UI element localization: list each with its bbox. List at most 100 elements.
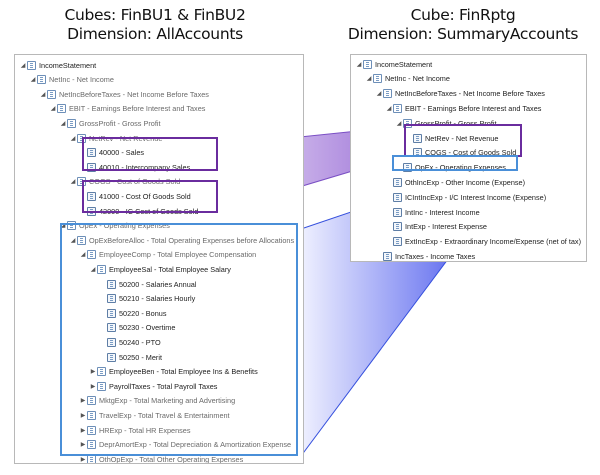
collapsed-arrow-icon[interactable]: ▶ — [80, 456, 86, 463]
right_tree-node[interactable]: ICIntIncExp - I/C Interest Income (Expen… — [385, 190, 546, 204]
member-list-icon — [393, 237, 402, 247]
left_tree-node-label: OpEx - Operating Expenses — [79, 221, 170, 231]
left_tree-node[interactable]: 42000 - IC Cost of Goods Sold — [79, 204, 198, 218]
member-list-icon — [107, 294, 116, 304]
member-list-icon — [107, 352, 116, 362]
left_tree-node[interactable]: ◢EmployeeComp - Total Employee Compensat… — [79, 248, 256, 262]
right_tree-node[interactable]: IntExp - Interest Expense — [385, 220, 487, 234]
left_tree-node[interactable]: ◢EmployeeSal - Total Employee Salary — [89, 262, 231, 276]
right_tree-node[interactable]: OthIncExp - Other Income (Expense) — [385, 175, 525, 189]
member-list-icon — [87, 191, 96, 201]
right_tree-node[interactable]: ◢EBIT - Earnings Before Interest and Tax… — [385, 101, 541, 115]
member-list-icon — [413, 148, 422, 158]
left_tree-node[interactable]: ◢OpExBeforeAlloc - Total Operating Expen… — [69, 233, 294, 247]
left_tree-node[interactable]: ◢NetIncBeforeTaxes - Net Income Before T… — [39, 87, 209, 101]
expanded-arrow-icon[interactable]: ◢ — [60, 223, 66, 230]
member-list-icon — [107, 279, 116, 289]
expanded-arrow-icon[interactable]: ◢ — [386, 105, 392, 112]
left_tree-node[interactable]: ◢GrossProfit - Gross Profit — [59, 116, 161, 130]
expanded-arrow-icon[interactable]: ◢ — [70, 135, 76, 142]
left_tree-node[interactable]: 50220 - Bonus — [99, 306, 166, 320]
collapsed-arrow-icon[interactable]: ▶ — [80, 398, 86, 405]
right_tree-node[interactable]: NetRev - Net Revenue — [405, 131, 498, 145]
expanded-arrow-icon[interactable]: ◢ — [30, 77, 36, 84]
expanded-arrow-icon[interactable]: ◢ — [396, 120, 402, 127]
left_tree-node[interactable]: 50200 - Salaries Annual — [99, 277, 196, 291]
right-header-cube: Cube: FinRptg — [410, 6, 516, 24]
expanded-arrow-icon[interactable]: ◢ — [80, 252, 86, 259]
member-list-icon — [107, 308, 116, 318]
right-header-dimension: Dimension: SummaryAccounts — [347, 25, 579, 43]
right_tree-node[interactable]: ◢NetInc - Net Income — [365, 72, 450, 86]
left_tree-node[interactable]: ◢EBIT - Earnings Before Interest and Tax… — [49, 102, 205, 116]
member-list-icon — [107, 323, 116, 333]
left_tree-node[interactable]: ▶ OthOpExp - Total Other Operating Expens… — [79, 452, 244, 464]
member-list-icon — [37, 75, 46, 85]
member-list-icon — [87, 440, 96, 450]
right_tree-node[interactable]: COGS - Cost of Goods Sold — [405, 146, 516, 160]
left_tree-node[interactable]: 50240 - PTO — [99, 335, 161, 349]
right_tree-node[interactable]: IncTaxes - Income Taxes — [375, 249, 476, 261]
left_tree-node[interactable]: ◢ OpEx - Operating Expenses — [59, 219, 170, 233]
member-list-icon — [107, 337, 116, 347]
right_tree-node-label: ExtIncExp - Extraordinary Income/Expense… — [405, 237, 582, 247]
right_tree-node[interactable]: IntInc - Interest Income — [385, 205, 480, 219]
left_tree-node-label: OthOpExp - Total Other Operating Expense… — [99, 454, 244, 464]
left_tree-node[interactable]: 50230 - Overtime — [99, 321, 175, 335]
left_tree-node[interactable]: 40000 - Sales — [79, 146, 144, 160]
right_tree-node-label: IncTaxes - Income Taxes — [395, 251, 476, 261]
member-list-icon — [393, 192, 402, 202]
expanded-arrow-icon[interactable]: ◢ — [90, 266, 96, 273]
expanded-arrow-icon[interactable]: ◢ — [40, 91, 46, 98]
left_tree-node[interactable]: ▶MktgExp - Total Marketing and Advertisi… — [79, 394, 235, 408]
member-list-icon — [87, 250, 96, 260]
expanded-arrow-icon[interactable]: ◢ — [20, 62, 26, 69]
left_tree-node[interactable]: ▶ EmployeeBen - Total Employee Ins & Bene… — [89, 365, 258, 379]
expanded-arrow-icon[interactable]: ◢ — [50, 106, 56, 113]
right_tree-node[interactable]: ◢ NetIncBeforeTaxes - Net Income Before T… — [375, 87, 545, 101]
member-list-icon — [87, 454, 96, 463]
left_tree-node[interactable]: 50250 - Merit — [99, 350, 162, 364]
member-list-icon — [97, 264, 106, 274]
member-list-icon — [373, 74, 382, 84]
member-list-icon — [67, 221, 76, 231]
member-list-icon — [77, 235, 86, 245]
left_tree-node[interactable]: ▶TravelExp - Total Travel & Entertainmen… — [79, 408, 230, 422]
left_tree-node[interactable]: ◢IncomeStatement — [19, 58, 96, 72]
collapsed-arrow-icon[interactable]: ▶ — [90, 383, 96, 390]
right_tree-node[interactable]: ExtIncExp - Extraordinary Income/Expense… — [385, 235, 581, 249]
collapsed-arrow-icon[interactable]: ▶ — [90, 369, 96, 376]
left_tree-node[interactable]: ▶HRExp - Total HR Expenses — [79, 423, 191, 437]
collapsed-arrow-icon[interactable]: ▶ — [80, 442, 86, 449]
right_tree-node[interactable]: ◢GrossProfit - Gross Profit — [395, 116, 497, 130]
left_tree-node[interactable]: ◢COGS - Cost of Goods Sold — [69, 175, 180, 189]
right_tree-node-label: OthIncExp - Other Income (Expense) — [405, 177, 526, 187]
collapsed-arrow-icon[interactable]: ▶ — [80, 427, 86, 434]
left_tree-node-label: 50250 - Merit — [119, 352, 162, 362]
member-list-icon — [413, 133, 422, 143]
collapsed-arrow-icon[interactable]: ▶ — [80, 412, 86, 419]
member-list-icon — [383, 89, 392, 99]
left_tree-node-label: EmployeeBen - Total Employee Ins & Benef… — [109, 367, 258, 377]
right_tree-node[interactable]: ◢ IncomeStatement — [355, 57, 432, 71]
right-header: Cube: FinRptg Dimension: SummaryAccounts — [333, 6, 593, 44]
expanded-arrow-icon[interactable]: ◢ — [356, 61, 362, 68]
left_tree-node[interactable]: ◢NetInc - Net Income — [29, 73, 114, 87]
right_tree-node[interactable]: OpEx - Operating Expenses — [395, 161, 506, 175]
left_tree-node[interactable]: ▶DeprAmortExp - Total Depreciation & Amo… — [79, 438, 291, 452]
left_tree-node-label: NetRev - Net Revenue — [89, 133, 163, 143]
expanded-arrow-icon[interactable]: ◢ — [366, 76, 372, 83]
member-list-icon — [393, 177, 402, 187]
member-list-icon — [87, 396, 96, 406]
left_tree-node[interactable]: 50210 - Salaries Hourly — [99, 292, 195, 306]
expanded-arrow-icon[interactable]: ◢ — [60, 120, 66, 127]
right_tree-node-label: NetIncBeforeTaxes - Net Income Before Ta… — [395, 89, 545, 99]
expanded-arrow-icon[interactable]: ◢ — [376, 91, 382, 98]
expanded-arrow-icon[interactable]: ◢ — [70, 237, 76, 244]
left_tree-node[interactable]: ◢ NetRev - Net Revenue — [69, 131, 162, 145]
right_tree-node-label: IncomeStatement — [375, 59, 433, 69]
expanded-arrow-icon[interactable]: ◢ — [70, 179, 76, 186]
left_tree-node[interactable]: 40010 - Intercompany Sales — [79, 160, 190, 174]
left_tree-node[interactable]: 41000 - Cost Of Goods Sold — [79, 189, 191, 203]
left_tree-node[interactable]: ▶PayrollTaxes - Total Payroll Taxes — [89, 379, 217, 393]
